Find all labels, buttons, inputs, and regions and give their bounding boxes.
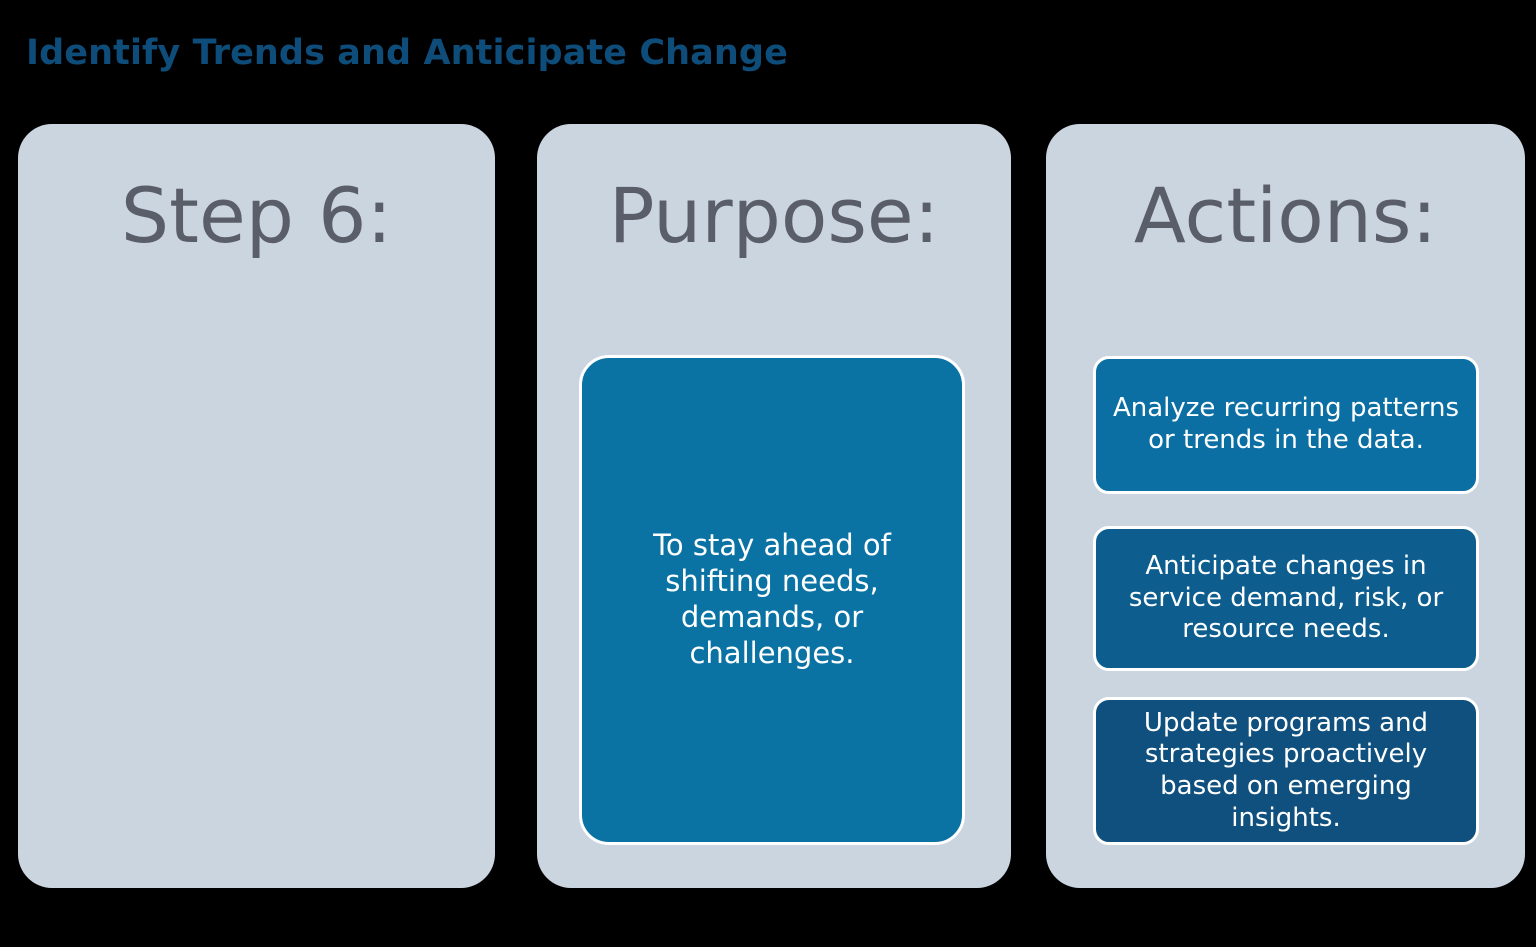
action-card: Update programs and strategies proactive… bbox=[1093, 697, 1479, 845]
page-title: Identify Trends and Anticipate Change bbox=[26, 33, 788, 73]
panel-step-heading: Step 6: bbox=[120, 171, 393, 260]
action-card: Anticipate changes in service demand, ri… bbox=[1093, 526, 1479, 671]
purpose-card: To stay ahead of shifting needs, demands… bbox=[579, 355, 965, 845]
action-card-text: Analyze recurring patterns or trends in … bbox=[1112, 393, 1460, 455]
panel-purpose-heading: Purpose: bbox=[608, 171, 940, 260]
panel-actions: Actions: Analyze recurring patterns or t… bbox=[1046, 124, 1525, 888]
panel-purpose: Purpose: To stay ahead of shifting needs… bbox=[537, 124, 1011, 888]
purpose-card-text: To stay ahead of shifting needs, demands… bbox=[653, 528, 891, 670]
panel-actions-heading: Actions: bbox=[1133, 171, 1438, 260]
action-card-text: Update programs and strategies proactive… bbox=[1143, 707, 1429, 833]
action-card-text: Anticipate changes in service demand, ri… bbox=[1128, 550, 1444, 645]
panel-step: Step 6: bbox=[18, 124, 495, 888]
action-card: Analyze recurring patterns or trends in … bbox=[1093, 356, 1479, 494]
